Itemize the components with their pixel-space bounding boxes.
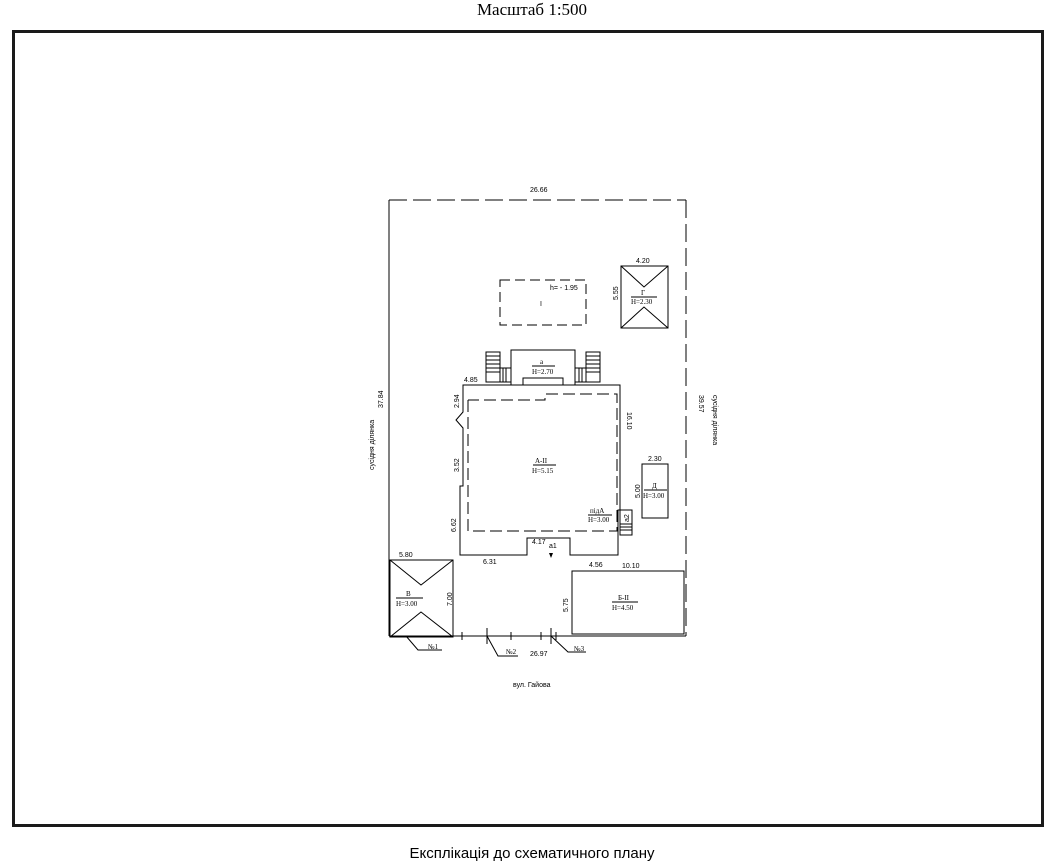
- house-dim-4-85: 4.85: [464, 377, 478, 384]
- building-b-length: 5.75: [563, 598, 570, 612]
- basement-letter: підА: [590, 507, 604, 515]
- barn-v-height: Н=3.00: [396, 600, 418, 608]
- garage-g-roof-bottom: [620, 306, 669, 329]
- street-label: вул. Гайова: [513, 681, 551, 689]
- fence-gates: [405, 628, 586, 657]
- shed-d-height: Н=3.00: [643, 492, 665, 500]
- stairs-left: [485, 351, 512, 383]
- fence-3-label: №3: [574, 645, 585, 653]
- pit-depth: h= - 1.95: [550, 285, 578, 292]
- stairs-right: [574, 351, 601, 383]
- left-neighbor-label: сусідня ділянка: [368, 420, 376, 470]
- plot-top-width: 26.66: [530, 187, 548, 194]
- drawing-frame: [12, 30, 1044, 827]
- porch-a2-outline: [619, 509, 633, 536]
- barn-v-letter: В: [406, 590, 411, 598]
- house-a-letter: А-ІІ: [535, 457, 548, 465]
- garage-g: [620, 265, 669, 329]
- barn-v-width: 5.80: [399, 552, 413, 559]
- garage-g-outline: [620, 265, 669, 329]
- barn-v-outline: [389, 559, 454, 638]
- shed-d-length: 5.00: [635, 484, 642, 498]
- building-b-outline: [571, 570, 685, 635]
- fence-1-leader: [405, 635, 442, 651]
- right-neighbor-label: сусідня ділянка: [711, 395, 719, 445]
- fence-1-label: №1: [428, 643, 439, 651]
- barn-v: [389, 559, 454, 638]
- plot-left-length: 37.84: [378, 390, 385, 408]
- building-b: [571, 570, 685, 635]
- porch-a2-letter: а2: [624, 514, 631, 522]
- plot-right-length: 39.57: [697, 395, 704, 413]
- house-dim-3-52: 3.52: [454, 458, 461, 472]
- pit-outline: [499, 279, 587, 326]
- shed-d: [641, 463, 669, 519]
- porch-a-letter: а: [540, 358, 544, 366]
- stairs-right-outline: [585, 351, 601, 383]
- house-a-inner-dashed: [467, 393, 618, 532]
- fence-2-label: №2: [506, 648, 517, 656]
- porch-a1-marker: [549, 553, 553, 558]
- shed-d-width: 2.30: [648, 456, 662, 463]
- porch-a-height: Н=2.70: [532, 368, 554, 376]
- fence-2-leader: [486, 635, 518, 657]
- porch-a1-width: 4.17: [532, 539, 546, 546]
- garage-g-letter: Г: [641, 289, 645, 297]
- house-dim-16-10: 16.10: [625, 412, 632, 430]
- shed-d-letter: Д: [652, 482, 657, 490]
- barn-v-roof-top: [389, 559, 454, 586]
- plot-boundary: [388, 199, 687, 637]
- house-a-outline: [455, 384, 621, 556]
- basement-height: Н=3.00: [588, 516, 610, 524]
- garage-g-height: Н=2.30: [631, 298, 653, 306]
- fence-3-leader: [550, 635, 586, 653]
- explication-title: Експлікація до схематичного плану: [409, 845, 655, 862]
- pit-mark: I: [540, 301, 542, 308]
- barn-v-roof-bottom: [389, 611, 454, 638]
- house-dim-4-56: 4.56: [589, 562, 603, 569]
- garage-g-width: 4.20: [636, 258, 650, 265]
- garage-g-roof-top: [620, 265, 669, 288]
- building-b-height: Н=4.50: [612, 604, 634, 612]
- barn-v-length: 7.00: [447, 592, 454, 606]
- porch-a2: [619, 509, 633, 536]
- house-dim-6-31: 6.31: [483, 559, 497, 566]
- shed-d-outline: [641, 463, 669, 519]
- building-b-letter: Б-ІІ: [618, 594, 630, 602]
- house-dim-2-94: 2.94: [454, 394, 461, 408]
- building-b-width: 10.10: [622, 563, 640, 570]
- porch-a1-letter: а1: [549, 543, 557, 550]
- stairs-left-outline: [485, 351, 501, 383]
- house-a-height: Н=5.15: [532, 467, 554, 475]
- house-dim-6-62: 6.62: [451, 518, 458, 532]
- garage-g-length: 5.55: [613, 286, 620, 300]
- stairs-right-landing: [574, 367, 587, 383]
- plot-bottom-width: 26.97: [530, 651, 548, 658]
- scale-title: Масштаб 1:500: [476, 0, 588, 19]
